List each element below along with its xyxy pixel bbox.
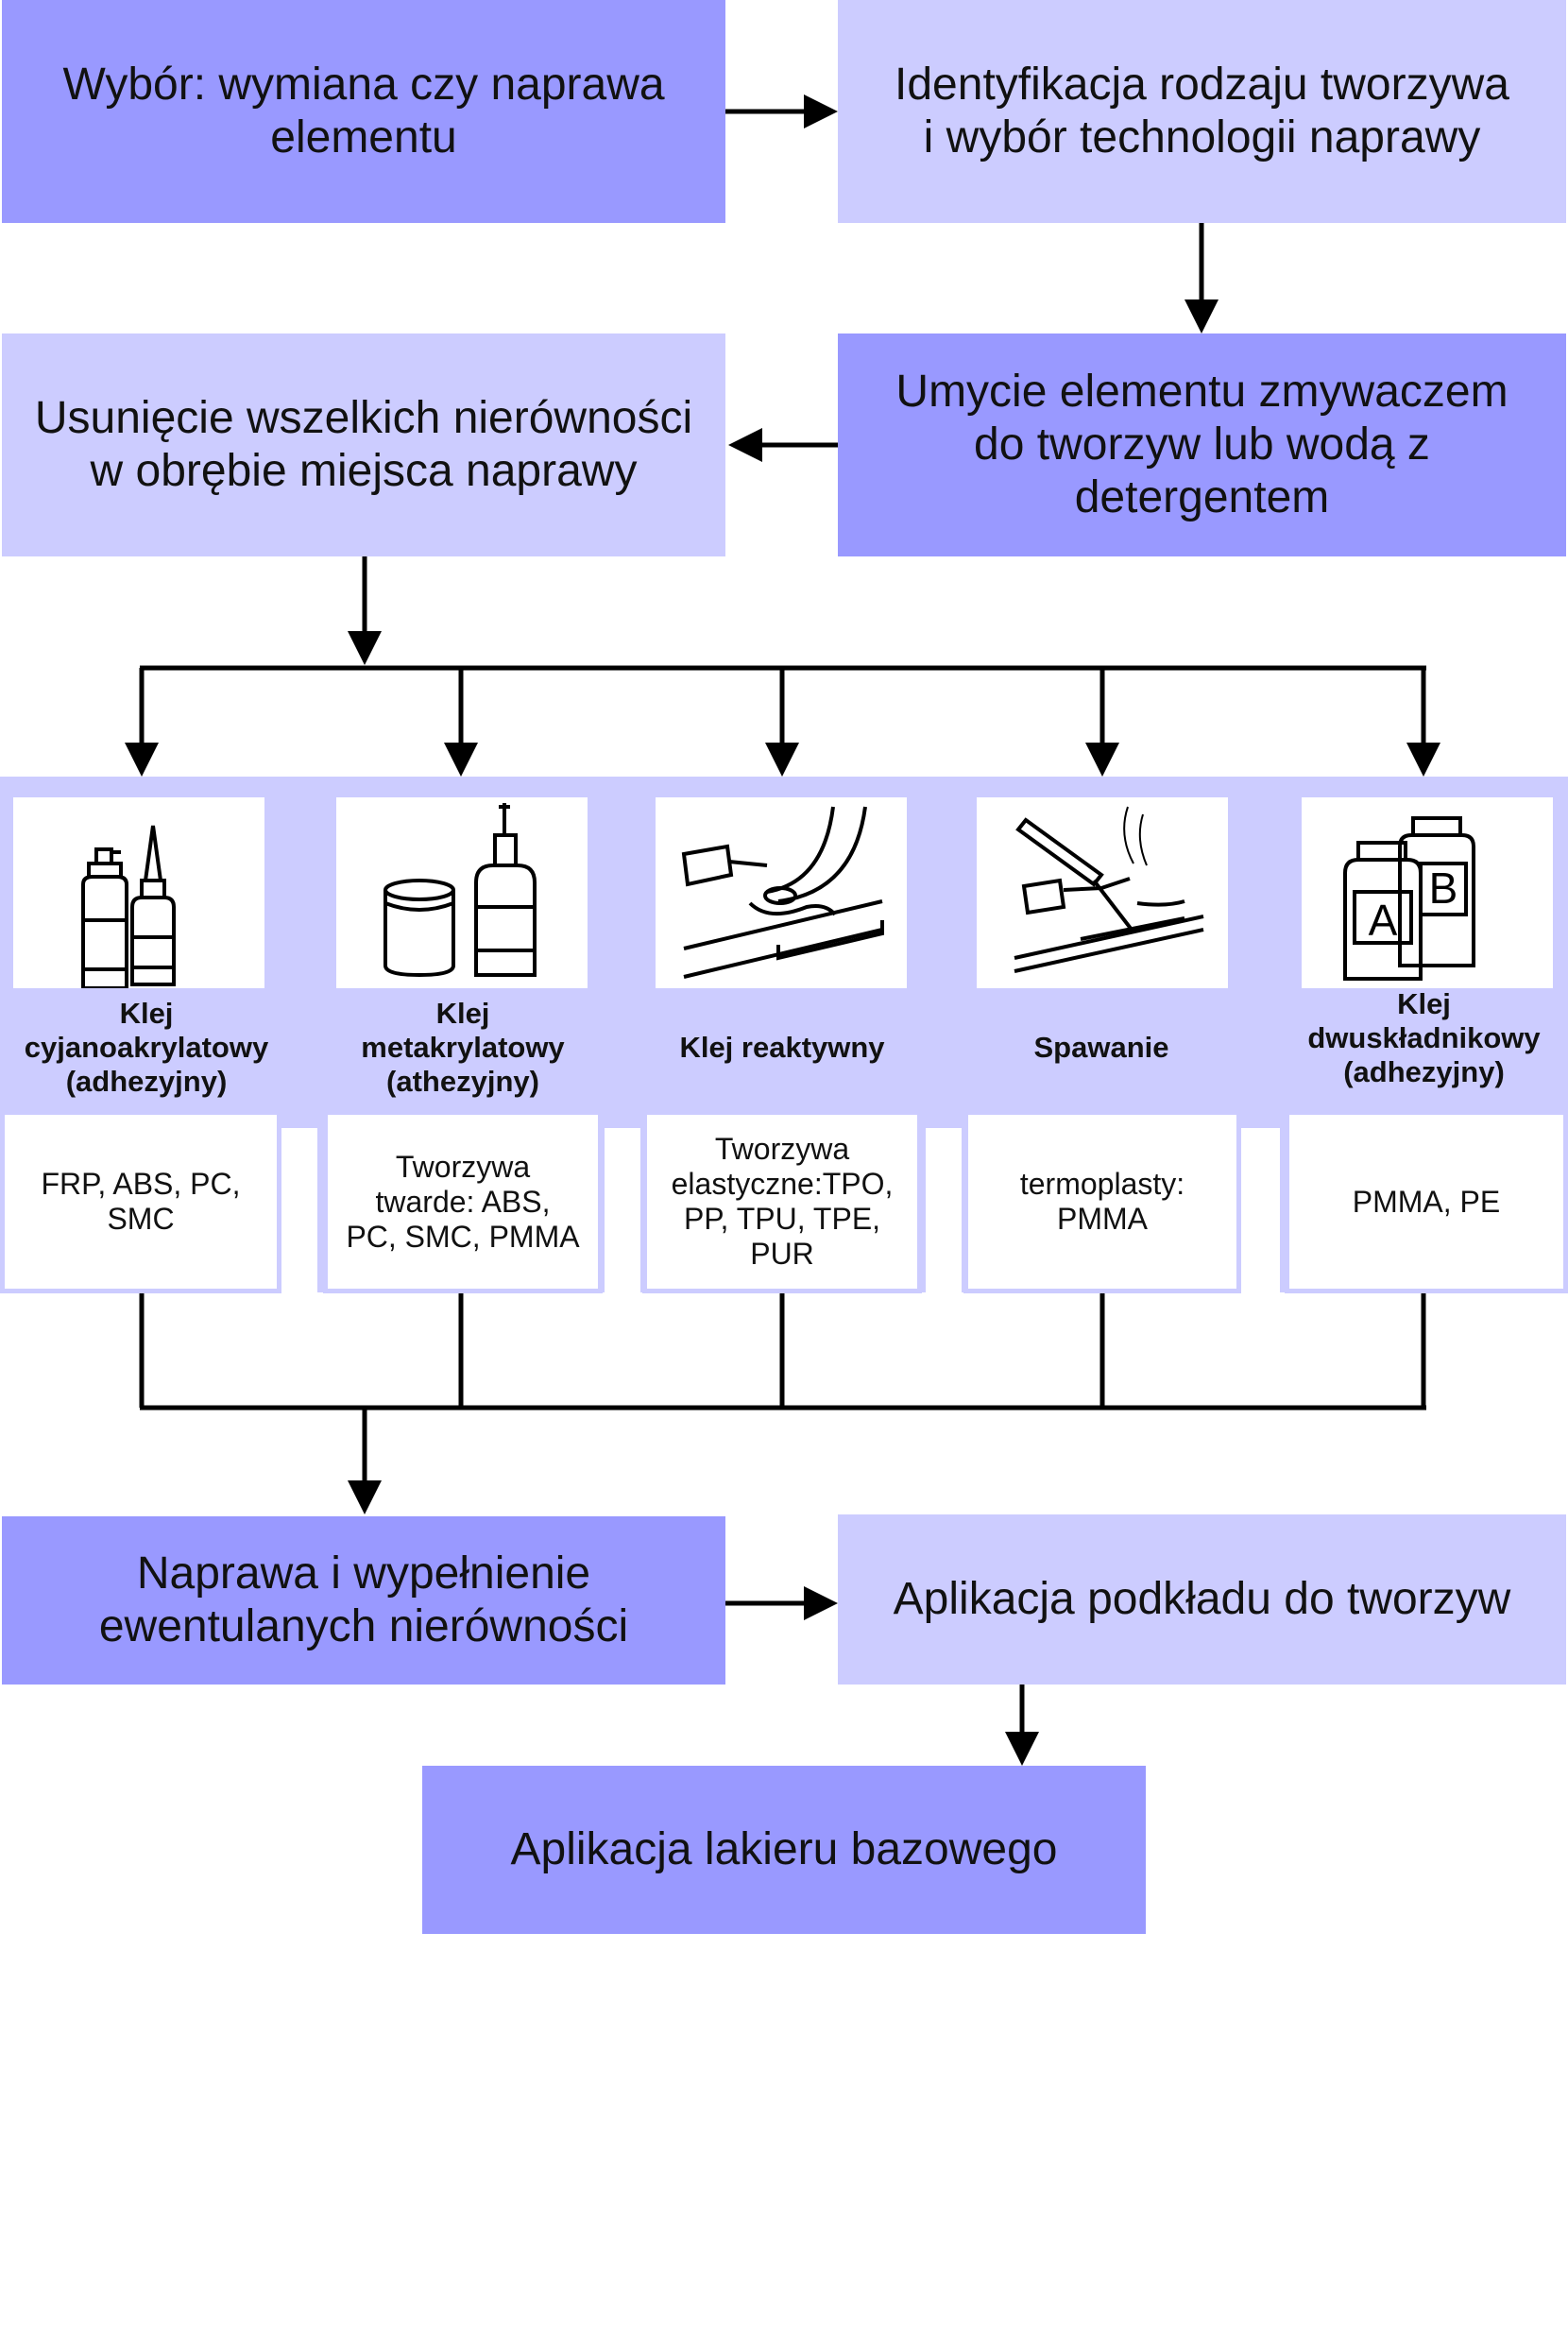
method-materials: termoplasty: PMMA xyxy=(963,1110,1241,1293)
method-label: Klej metakrylatowy (athezyjny) xyxy=(361,997,565,1098)
arrow-head-icon xyxy=(1185,299,1219,333)
arrow-head-icon xyxy=(1085,743,1119,777)
method-materials: Tworzywa elastyczne:TPO, PP, TPU, TPE, P… xyxy=(642,1110,922,1293)
welding-tool-icon xyxy=(1014,806,1204,973)
method-illustration xyxy=(977,797,1228,988)
applicator-gun-icon xyxy=(681,806,884,979)
method-label: Klej dwuskładnikowy (adhezyjny) xyxy=(1307,987,1541,1088)
method-label: Klej cyjanoakrylatowy (adhezyjny) xyxy=(24,997,269,1098)
method-materials: PMMA, PE xyxy=(1285,1110,1568,1293)
step-apply-basecoat: Aplikacja lakieru bazowego xyxy=(422,1766,1146,1934)
method-illustration xyxy=(336,797,588,988)
method-illustration xyxy=(13,797,264,988)
method-label: Spawanie xyxy=(1033,1031,1169,1064)
method-label: Klej reaktywny xyxy=(679,1031,885,1064)
two-component-jars-icon: B A xyxy=(1343,816,1475,981)
arrow-head-icon xyxy=(348,1480,382,1514)
step-repair-and-fill: Naprawa i wypełnienie ewentulanych nieró… xyxy=(2,1516,725,1685)
arrow-head-icon xyxy=(804,1586,838,1620)
jar-b-letter: B xyxy=(1429,864,1458,913)
arrow-head-icon xyxy=(1005,1732,1039,1766)
arrow-head-icon xyxy=(728,428,762,462)
step-choose-replace-or-repair: Wybór: wymiana czy naprawa elementu xyxy=(2,0,725,223)
step-identify-material: Identyfikacja rodzaju tworzywa i wybór t… xyxy=(838,0,1566,223)
method-illustration xyxy=(656,797,907,988)
arrow-head-icon xyxy=(125,743,159,777)
arrow-head-icon xyxy=(444,743,478,777)
arrow-head-icon xyxy=(348,631,382,665)
arrow-head-icon xyxy=(765,743,799,777)
method-materials: FRP, ABS, PC, SMC xyxy=(0,1110,281,1293)
method-illustration: B A xyxy=(1302,797,1553,988)
spray-bottles-icon xyxy=(81,825,176,988)
arrow-head-icon xyxy=(804,94,838,128)
jar-a-letter: A xyxy=(1369,896,1398,945)
jar-and-bottle-icon xyxy=(383,803,537,978)
step-wash-element: Umycie elementu zmywaczem do tworzyw lub… xyxy=(838,333,1566,556)
step-apply-primer: Aplikacja podkładu do tworzyw xyxy=(838,1514,1566,1685)
method-materials: Tworzywa twarde: ABS, PC, SMC, PMMA xyxy=(323,1110,603,1293)
step-remove-unevenness: Usunięcie wszelkich nierówności w obrębi… xyxy=(2,333,725,556)
arrow-head-icon xyxy=(1406,743,1440,777)
